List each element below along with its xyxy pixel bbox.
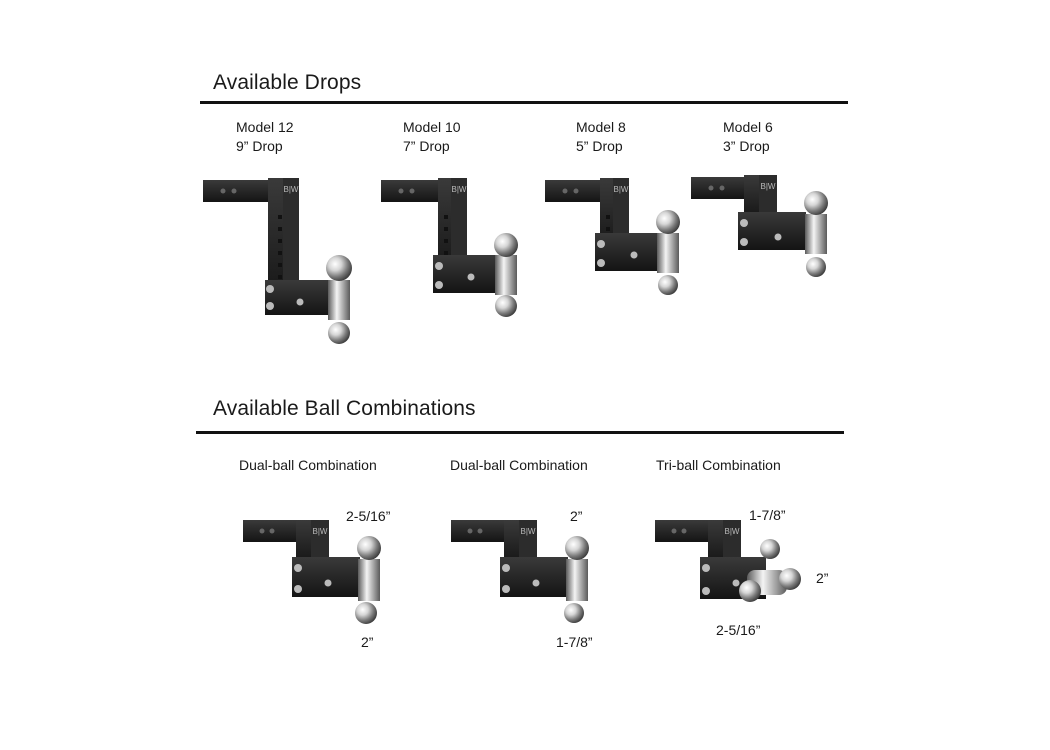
model-name: Model 10 (403, 119, 461, 135)
model-10-hitch-image: B|W (381, 178, 518, 317)
ball-size-label: 2-5/16” (716, 622, 761, 638)
model-drop: 9” Drop (236, 138, 283, 154)
model-10-label: Model 10 7” Drop (403, 118, 461, 156)
brand-logo: B|W (313, 527, 328, 536)
brand-logo: B|W (521, 527, 536, 536)
tri-ball-hitch-image: B|W (655, 520, 801, 602)
drops-section-title: Available Drops (213, 71, 362, 94)
brand-logo: B|W (452, 185, 467, 194)
combo-dual-ball-label-1: Dual-ball Combination (239, 457, 377, 473)
model-name: Model 8 (576, 119, 626, 135)
model-name: Model 6 (723, 119, 773, 135)
ball-size-label: 2” (816, 570, 829, 586)
brand-logo: B|W (725, 527, 740, 536)
combos-divider (196, 431, 844, 434)
ball-size-label: 2-5/16” (346, 508, 391, 524)
model-name: Model 12 (236, 119, 294, 135)
model-12-label: Model 12 9” Drop (236, 118, 294, 156)
model-6-hitch-image: B|W (691, 175, 828, 277)
model-8-label: Model 8 5” Drop (576, 118, 626, 156)
brand-logo: B|W (284, 185, 299, 194)
model-drop: 7” Drop (403, 138, 450, 154)
drops-divider (200, 101, 848, 104)
brand-logo: B|W (761, 182, 776, 191)
ball-size-label: 2” (570, 508, 583, 524)
model-drop: 5” Drop (576, 138, 623, 154)
model-12-hitch-image: B|W (203, 178, 352, 344)
combo-dual-ball-label-2: Dual-ball Combination (450, 457, 588, 473)
combos-section-title: Available Ball Combinations (213, 397, 476, 420)
dual-ball-hitch-image-1: B|W (243, 520, 381, 624)
dual-ball-hitch-image-2: B|W (451, 520, 589, 623)
ball-size-label: 2” (361, 634, 374, 650)
ball-size-label: 1-7/8” (556, 634, 593, 650)
ball-size-label: 1-7/8” (749, 507, 786, 523)
model-6-label: Model 6 3” Drop (723, 118, 773, 156)
model-8-hitch-image: B|W (545, 178, 680, 295)
brand-logo: B|W (614, 185, 629, 194)
combo-tri-ball-label: Tri-ball Combination (656, 457, 781, 473)
model-drop: 3” Drop (723, 138, 770, 154)
